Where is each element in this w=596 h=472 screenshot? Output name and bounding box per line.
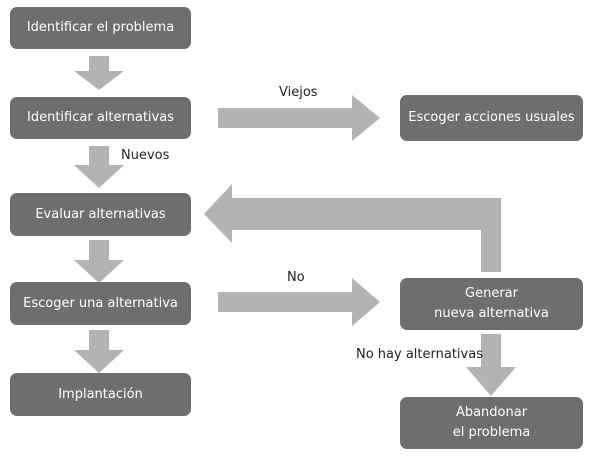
arrow-generar-to-abandonar bbox=[466, 334, 516, 396]
node-abandonar-problema: Abandonar el problema bbox=[400, 397, 583, 449]
node-escoger-acciones-usuales: Escoger acciones usuales bbox=[400, 95, 583, 141]
node-identificar-alternativas: Identificar alternativas bbox=[10, 97, 191, 139]
node-identificar-problema-label: Identificar el problema bbox=[26, 20, 175, 35]
edge-label-nuevos: Nuevos bbox=[121, 148, 170, 163]
node-generar-nueva-alternativa: Generar nueva alternativa bbox=[400, 278, 583, 330]
node-implantacion: Implantación bbox=[10, 373, 191, 416]
node-abandonar-line2: el problema bbox=[452, 425, 531, 440]
node-generar-line1: Generar bbox=[465, 286, 518, 301]
edge-label-no: No bbox=[287, 270, 305, 285]
arrow-evaluar-to-escoger bbox=[74, 240, 124, 283]
node-evaluar-alternativas: Evaluar alternativas bbox=[10, 193, 191, 236]
arrow-viejos bbox=[218, 95, 380, 141]
arrow-generar-to-evaluar bbox=[204, 184, 501, 272]
node-generar-line2: nueva alternativa bbox=[434, 306, 549, 321]
arrow-no bbox=[218, 278, 380, 326]
arrow-escoger-to-implantacion bbox=[74, 330, 124, 373]
node-evaluar-alternativas-label: Evaluar alternativas bbox=[35, 206, 166, 222]
node-identificar-problema: Identificar el problema bbox=[10, 7, 191, 49]
arrow-alternativas-to-evaluar bbox=[74, 146, 124, 188]
node-identificar-alternativas-label: Identificar alternativas bbox=[27, 110, 174, 125]
node-escoger-alternativa-label: Escoger una alternativa bbox=[23, 295, 178, 311]
arrow-problema-to-alternativas bbox=[74, 56, 124, 90]
node-escoger-acciones-usuales-label: Escoger acciones usuales bbox=[408, 110, 575, 125]
node-escoger-alternativa: Escoger una alternativa bbox=[10, 282, 191, 325]
edge-label-viejos: Viejos bbox=[279, 85, 318, 100]
node-implantacion-label: Implantación bbox=[58, 386, 143, 402]
edge-label-no-hay-alternativas: No hay alternativas bbox=[356, 347, 483, 362]
node-abandonar-line1: Abandonar bbox=[455, 405, 528, 420]
